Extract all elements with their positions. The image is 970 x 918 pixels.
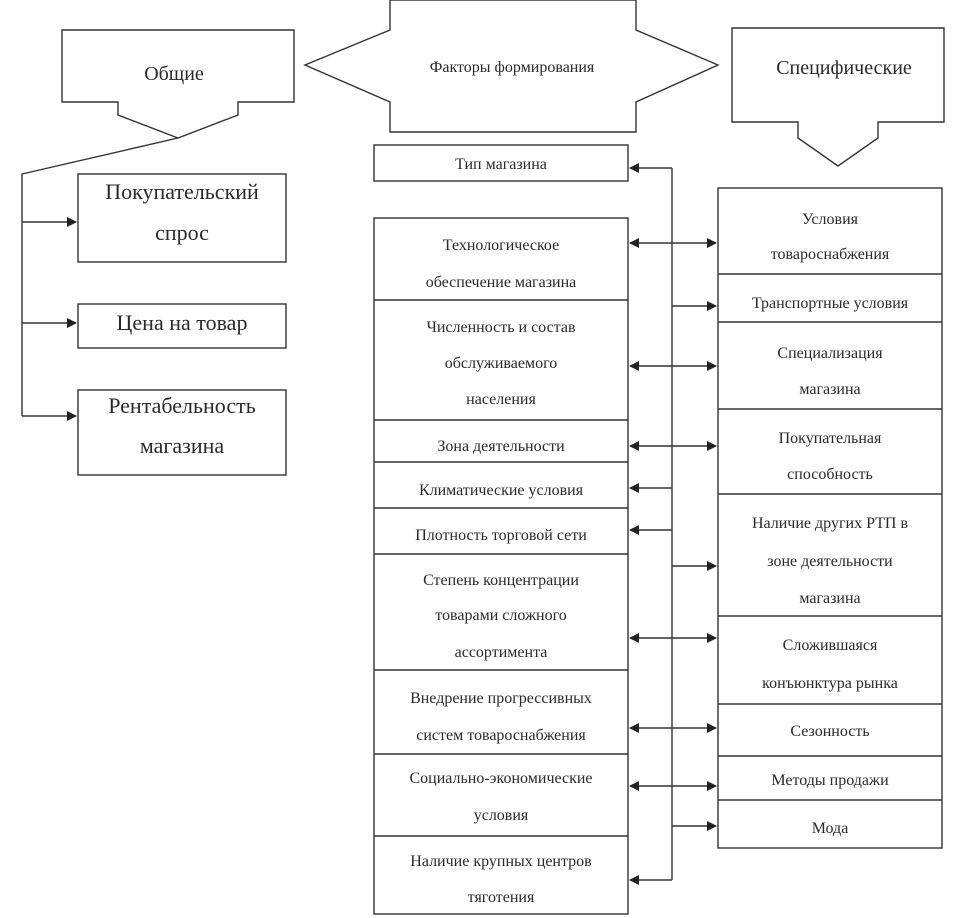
middle-item-7: Внедрение прогрессивных систем товаросна…: [410, 690, 592, 744]
svg-text:Внедрение прогрессивных: Внедрение прогрессивных: [410, 690, 592, 707]
middle-item-9: Наличие крупных центров тяготения: [410, 853, 592, 906]
general-box-3: Рентабельность магазина: [77, 389, 287, 476]
specific-arrow-box: [731, 27, 945, 167]
svg-text:конъюнктура рынка: конъюнктура рынка: [762, 675, 898, 692]
svg-text:спрос: спрос: [155, 220, 209, 245]
svg-text:систем товароснабжения: систем товароснабжения: [416, 727, 586, 744]
general-label: Общие: [144, 63, 204, 85]
middle-separators: [374, 299, 628, 837]
svg-text:Методы продажи: Методы продажи: [771, 772, 889, 789]
right-item-2: Транспортные условия: [752, 295, 909, 312]
svg-text:Наличие крупных центров: Наличие крупных центров: [410, 853, 592, 870]
svg-text:Покупательная: Покупательная: [779, 430, 882, 447]
svg-text:Плотность торговой сети: Плотность торговой сети: [415, 527, 587, 544]
svg-text:товароснабжения: товароснабжения: [771, 246, 890, 263]
svg-text:Степень концентрации: Степень концентрации: [423, 572, 579, 589]
svg-text:Мода: Мода: [812, 820, 849, 837]
svg-text:Сезонность: Сезонность: [790, 723, 869, 740]
general-box-1: Покупательский спрос: [77, 173, 287, 263]
general-connector: [21, 137, 179, 416]
right-item-6: Сложившаяся конъюнктура рынка: [762, 637, 898, 692]
svg-text:условия: условия: [474, 807, 529, 824]
svg-text:Технологическое: Технологическое: [443, 237, 559, 254]
right-item-9: Мода: [812, 820, 849, 837]
general-box-2: Цена на товар: [77, 303, 287, 349]
svg-text:Цена на товар: Цена на товар: [117, 310, 248, 335]
middle-item-8: Социально-экономические условия: [409, 770, 592, 824]
svg-text:Социально-экономические: Социально-экономические: [409, 770, 592, 787]
svg-text:магазина: магазина: [140, 433, 225, 458]
svg-text:Рентабельность: Рентабельность: [108, 393, 256, 418]
svg-text:Покупательский: Покупательский: [105, 179, 259, 204]
svg-text:тяготения: тяготения: [468, 889, 535, 906]
middle-item-4: Климатические условия: [419, 482, 584, 499]
middle-column: [373, 217, 629, 915]
right-item-5: Наличие других РТП в зоне деятельности м…: [752, 515, 909, 607]
svg-text:зоне деятельности: зоне деятельности: [767, 553, 893, 570]
svg-text:обслуживаемого: обслуживаемого: [445, 355, 557, 372]
right-item-3: Специализация магазина: [777, 345, 883, 398]
right-column: [717, 187, 943, 849]
svg-text:ассортимента: ассортимента: [455, 644, 548, 661]
store-type-box: Тип магазина: [373, 144, 629, 182]
middle-item-2: Численность и состав обслуживаемого насе…: [426, 319, 576, 408]
right-item-4: Покупательная способность: [779, 430, 882, 483]
right-item-1: Условия товароснабжения: [771, 211, 890, 263]
specific-label: Специфические: [776, 57, 912, 79]
svg-text:Условия: Условия: [802, 211, 859, 228]
svg-text:Численность и состав: Численность и состав: [426, 319, 576, 336]
right-separators: [718, 273, 942, 801]
svg-text:Зона деятельности: Зона деятельности: [437, 438, 565, 455]
header-title: Факторы формирования: [430, 59, 595, 76]
right-item-8: Методы продажи: [771, 772, 889, 789]
svg-text:Специализация: Специализация: [777, 345, 883, 362]
right-item-7: Сезонность: [790, 723, 869, 740]
svg-text:Транспортные условия: Транспортные условия: [752, 295, 909, 312]
svg-text:Наличие других РТП в: Наличие других РТП в: [752, 515, 909, 532]
svg-text:Климатические условия: Климатические условия: [419, 482, 584, 499]
svg-text:Сложившаяся: Сложившаяся: [783, 637, 878, 654]
svg-text:обеспечение магазина: обеспечение магазина: [426, 274, 577, 291]
header-double-arrow: [303, 0, 720, 133]
middle-item-3: Зона деятельности: [437, 438, 565, 455]
svg-text:товарами сложного: товарами сложного: [435, 607, 566, 624]
svg-text:Тип магазина: Тип магазина: [455, 156, 547, 173]
svg-text:населения: населения: [466, 391, 536, 408]
general-arrow-box: [61, 29, 295, 139]
svg-text:способность: способность: [787, 466, 873, 483]
middle-item-6: Степень концентрации товарами сложного а…: [423, 572, 579, 661]
middle-item-1: Технологическое обеспечение магазина: [426, 237, 577, 291]
middle-item-5: Плотность торговой сети: [415, 527, 587, 544]
svg-text:магазина: магазина: [799, 381, 860, 398]
svg-text:магазина: магазина: [799, 590, 860, 607]
